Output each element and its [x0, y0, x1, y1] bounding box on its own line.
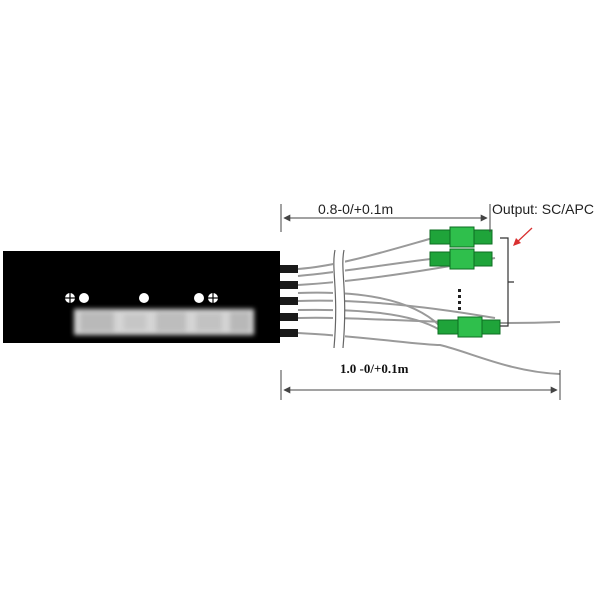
- dimension-long: [280, 370, 561, 400]
- connector-2: [429, 248, 493, 270]
- output-label: Output: SC/APC: [492, 201, 594, 217]
- output-bracket: [500, 237, 514, 327]
- connector-n: [437, 316, 501, 338]
- hole-left: [79, 293, 89, 303]
- connector-1: [429, 226, 493, 248]
- fiber-boots: [280, 265, 298, 337]
- hole-center: [139, 293, 149, 303]
- vertical-dots-icon: [458, 289, 461, 310]
- dimension-short: [280, 204, 491, 232]
- fiber-break: [333, 249, 346, 349]
- mounting-holes: [65, 293, 218, 303]
- output-arrow: [513, 227, 533, 246]
- sc-apc-connectors: [429, 226, 501, 338]
- short-length-label: 0.8-0/+0.1m: [318, 201, 394, 217]
- hole-right: [194, 293, 204, 303]
- blurred-label: [74, 309, 254, 335]
- total-length-label: 1.0 -0/+0.1m: [340, 361, 409, 376]
